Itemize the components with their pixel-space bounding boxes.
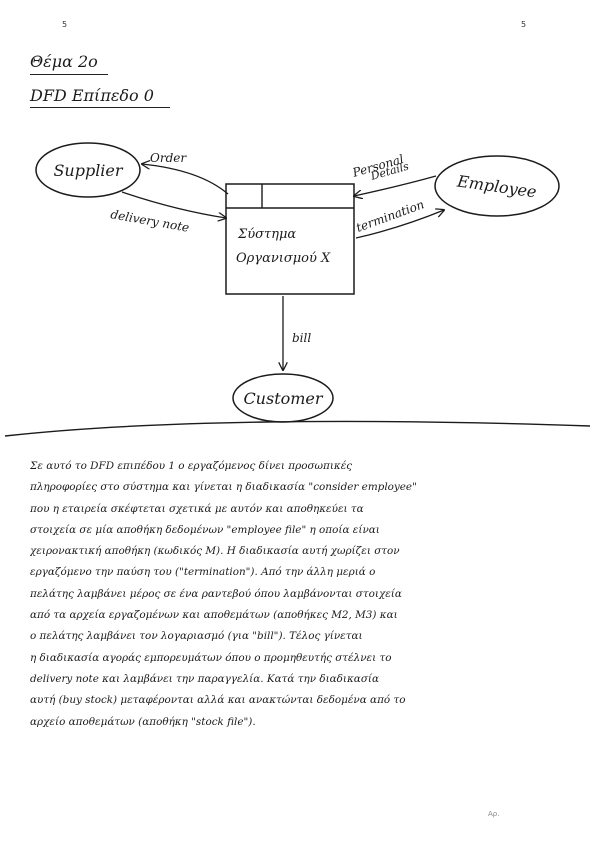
employee-ellipse [434,155,560,217]
personal-details-flow-arrow [354,175,437,196]
supplier-label: Supplier [53,161,123,180]
supplier-entity: Supplier [35,142,141,198]
topic-underline [30,74,108,75]
paragraph-line: πελάτης λαμβάνει μέρος σε ένα ραντεβού ό… [30,587,402,600]
page-number-right: 5 [521,20,527,29]
supplier-ellipse [35,142,141,198]
employee-entity: Employee [434,155,560,217]
paragraph-line: εργαζόμενο την παύση του ("termination")… [30,566,376,579]
termination-flow-arrow [355,210,444,239]
delivery-flow-arrow [121,191,226,218]
process-label-line2: Οργανισμού Χ [236,251,331,266]
section-divider-line [4,420,591,437]
paragraph-line: στοιχεία σε μία αποθήκη δεδομένων "emplo… [30,523,380,536]
customer-label: Customer [243,389,323,408]
footer-mark: Αρ. [488,810,500,818]
explanation-paragraph: Σε αυτό το DFD επιπέδου 1 ο εργαζόμενος … [30,456,578,733]
paragraph-line: χειρονακτική αποθήκη (κωδικός Μ). Η διαδ… [30,545,400,558]
process-rect [225,183,355,295]
dfd-diagram: Supplier Employee Customer Σύστημα Οργαν… [4,142,591,437]
paragraph-line: αρχείο αποθεμάτων (αποθήκη "stock file")… [30,715,256,728]
paragraph-line: πληροφορίες στο σύστημα και γίνεται η δι… [30,481,417,494]
dfd-level-heading: DFD Επίπεδο 0 [30,86,154,105]
paragraph-line: αυτή (buy stock) μεταφέρονται αλλά και α… [30,694,406,707]
order-flow-label: Order [150,151,187,165]
bill-flow-label: bill [292,331,311,345]
paragraph-line: που η εταιρεία σκέφτεται σχετικά με αυτό… [30,502,364,515]
paragraph-line: delivery note και λαμβάνει την παραγγελί… [30,672,380,685]
process-label-line1: Σύστημα [237,227,296,242]
paragraph-line: Σε αυτό το DFD επιπέδου 1 ο εργαζόμενος … [30,460,353,472]
customer-entity: Customer [232,373,334,423]
page-number-left: 5 [62,20,68,29]
employee-label: Employee [455,171,538,201]
paragraph-line: η διαδικασία αγοράς εμπορευμάτων όπου ο … [30,651,392,664]
paragraph-line: ο πελάτης λαμβάνει τον λογαριασμό (για "… [30,630,363,643]
delivery-flow-label: delivery note [109,207,190,235]
order-flow-arrow [142,164,229,195]
paragraph-line: από τα αρχεία εργαζομένων και αποθεμάτων… [30,609,398,622]
dfd-underline [30,107,170,108]
process-box: Σύστημα Οργανισμού Χ [225,183,355,295]
topic-heading: Θέμα 2ο [30,52,98,71]
